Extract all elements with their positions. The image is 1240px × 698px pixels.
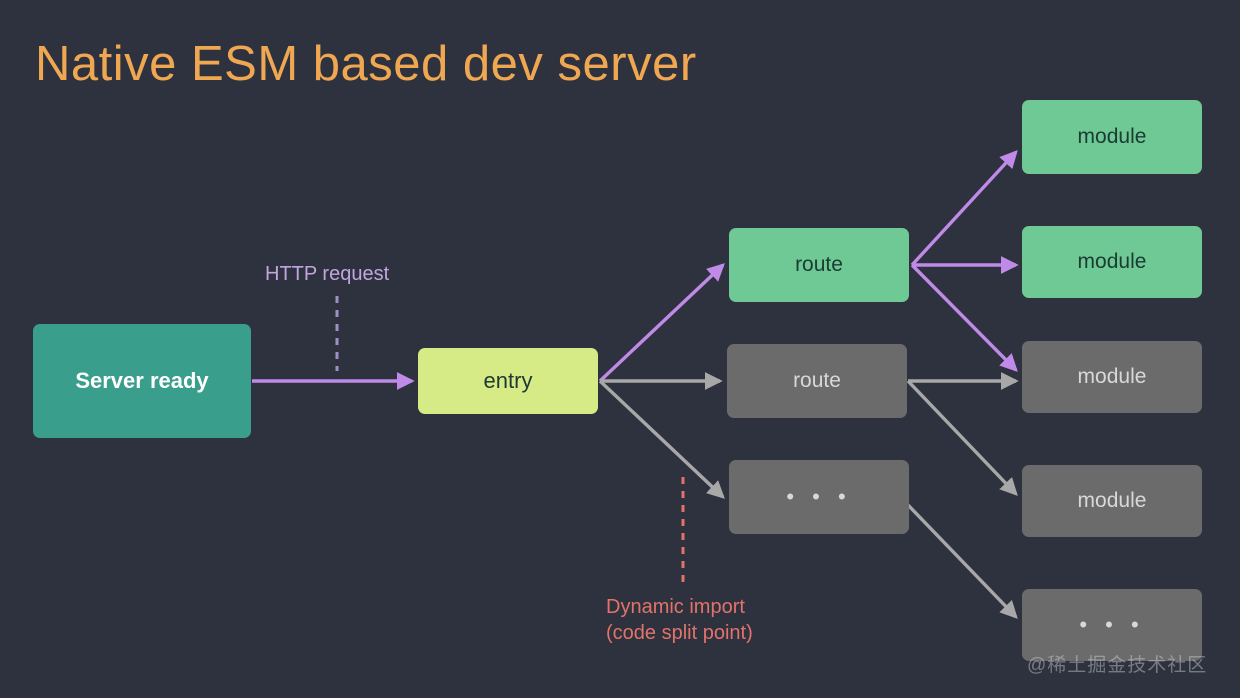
node-route-1[interactable]: route — [729, 228, 909, 302]
node-module-1[interactable]: module — [1022, 100, 1202, 174]
node-module-5-label: • • • — [1079, 612, 1145, 638]
edge-route-1-to-module-3 — [910, 263, 1018, 372]
label-dynamic-import: Dynamic import (code split point) — [606, 596, 753, 644]
node-server-ready-label: Server ready — [75, 368, 209, 394]
edge-route-1-to-module-1 — [910, 150, 1018, 267]
node-route-3[interactable]: • • • — [729, 460, 909, 534]
node-module-5[interactable]: • • • — [1022, 589, 1202, 661]
node-entry[interactable]: entry — [418, 348, 598, 414]
page-title: Native ESM based dev server — [35, 37, 697, 91]
node-module-1-label: module — [1077, 124, 1147, 148]
node-route-3-label: • • • — [786, 484, 852, 510]
node-module-4[interactable]: module — [1022, 465, 1202, 537]
edge-entry-to-route-1 — [598, 263, 725, 383]
label-http-request: HTTP request — [265, 263, 390, 285]
node-module-3[interactable]: module — [1022, 341, 1202, 413]
node-entry-label: entry — [483, 368, 533, 394]
node-route-2[interactable]: route — [727, 344, 907, 418]
node-route-1-label: route — [795, 252, 843, 276]
edge-entry-to-route-3 — [598, 379, 725, 499]
edge-route-3-to-module-5 — [906, 503, 1018, 619]
node-module-2[interactable]: module — [1022, 226, 1202, 298]
node-route-2-label: route — [793, 368, 841, 392]
node-module-3-label: module — [1077, 364, 1147, 388]
node-module-2-label: module — [1077, 249, 1147, 273]
node-server-ready[interactable]: Server ready — [33, 324, 251, 438]
edge-route-2-to-module-4 — [906, 379, 1018, 496]
node-module-4-label: module — [1077, 488, 1147, 512]
watermark: @稀土掘金技术社区 — [1027, 655, 1208, 676]
